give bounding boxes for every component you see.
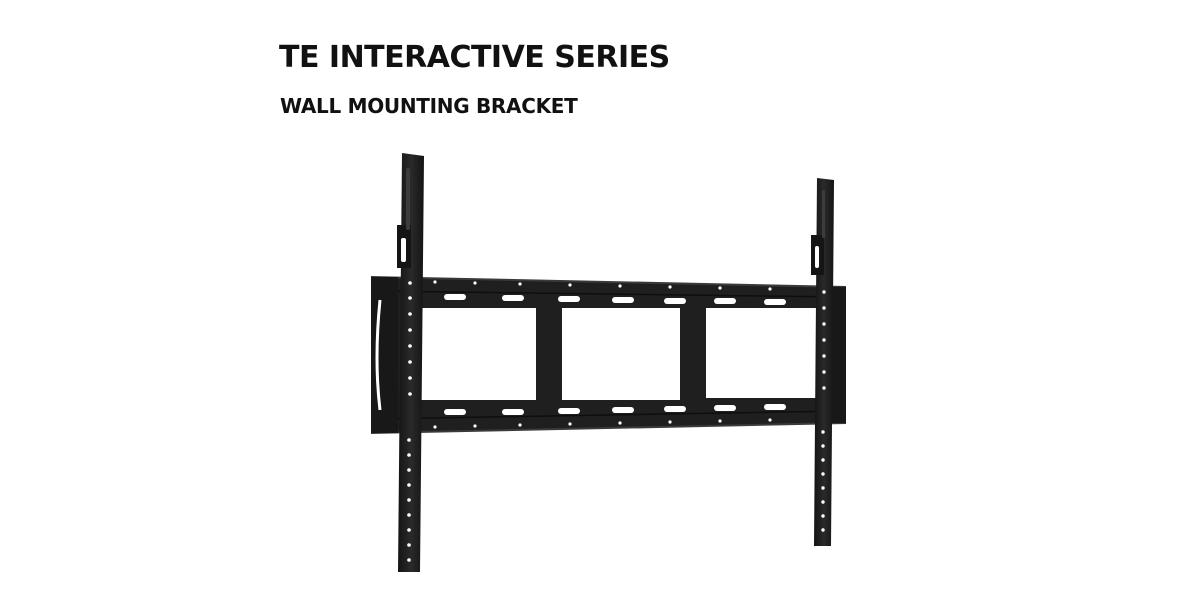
right-vertical-arm [811, 178, 834, 546]
left-vertical-arm [397, 153, 424, 572]
product-type-subtitle: WALL MOUNTING BRACKET [280, 94, 578, 118]
product-series-title: TE INTERACTIVE SERIES [279, 40, 670, 75]
